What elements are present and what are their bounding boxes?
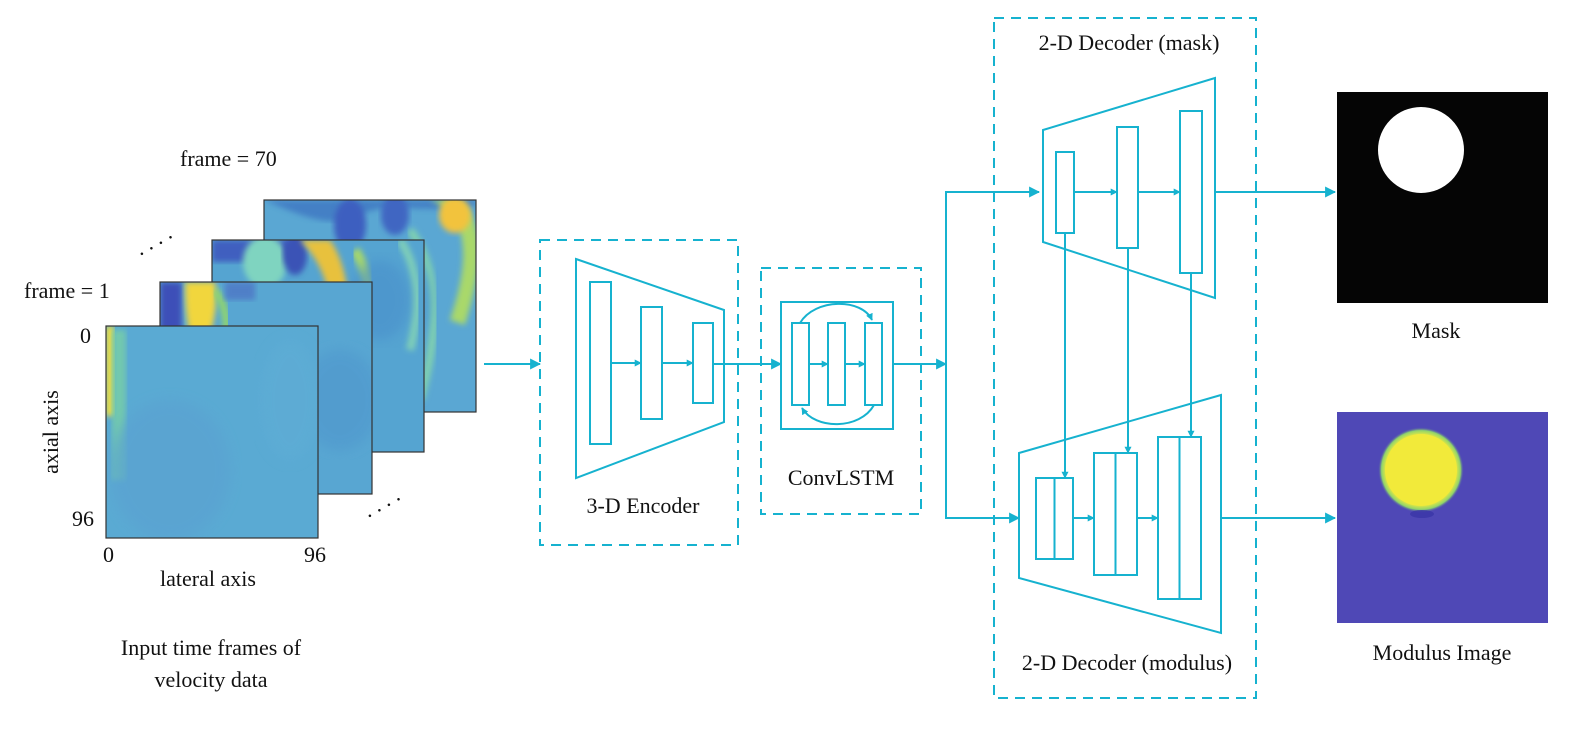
convlstm-label: ConvLSTM — [788, 465, 894, 490]
arrow-to-modulus-decoder — [945, 364, 1021, 524]
y-tick-top: 0 — [80, 323, 91, 348]
frame-1-label: frame = 1 — [24, 278, 110, 303]
modulus-output-image — [1337, 412, 1548, 623]
lateral-axis-label: lateral axis — [160, 566, 256, 591]
mask-decoder-layer-3 — [1179, 110, 1203, 274]
convlstm-cell-2 — [827, 322, 846, 406]
modulus-decoder-label: 2-D Decoder (modulus) — [1022, 650, 1232, 675]
modulus-output-label: Modulus Image — [1373, 640, 1512, 665]
convlstm-recurrent-arrow-top — [799, 302, 873, 324]
modulus-decoder-block: 2-D Decoder (modulus) — [1018, 393, 1232, 675]
encoder-dashed-box — [539, 239, 739, 546]
axial-axis-label: axial axis — [38, 390, 63, 474]
ellipsis-top: . . . . — [130, 219, 176, 260]
x-tick-left: 0 — [103, 542, 114, 567]
modulus-decoder-trapezoid — [1018, 393, 1222, 635]
encoder-layer-3 — [692, 322, 714, 404]
convlstm-dashed-box — [760, 267, 922, 515]
arrow-to-mask-decoder — [945, 186, 1041, 364]
frame-70-label: frame = 70 — [180, 146, 277, 171]
mask-output-image — [1337, 92, 1548, 303]
mask-decoder-trapezoid — [1042, 76, 1216, 300]
y-tick-bottom: 96 — [72, 506, 94, 531]
convlstm-inner-box — [780, 301, 894, 430]
input-frames-stack — [105, 199, 477, 539]
encoder-block: 3-D Encoder — [539, 239, 739, 546]
mask-decoder-block: 2-D Decoder (mask) — [1039, 30, 1220, 300]
mask-output-label: Mask — [1412, 318, 1461, 343]
input-caption-line2: velocity data — [154, 667, 267, 692]
convlstm-block: ConvLSTM — [760, 267, 922, 515]
encoder-label: 3-D Encoder — [586, 493, 700, 518]
convlstm-cell-1 — [791, 322, 810, 406]
convlstm-cell-3 — [864, 322, 883, 406]
encoder-layer-1 — [589, 281, 612, 445]
encoder-layer-2 — [640, 306, 663, 420]
mask-decoder-layer-1 — [1055, 151, 1075, 234]
x-tick-right: 96 — [304, 542, 326, 567]
convlstm-recurrent-arrow-bottom — [801, 404, 875, 426]
encoder-trapezoid — [575, 257, 725, 480]
input-caption-line1: Input time frames of — [121, 635, 302, 660]
decoders-dashed-box — [993, 17, 1257, 699]
velocity-frame-1 — [106, 326, 318, 538]
mask-decoder-label: 2-D Decoder (mask) — [1039, 30, 1220, 55]
mask-decoder-layer-2 — [1116, 126, 1139, 249]
